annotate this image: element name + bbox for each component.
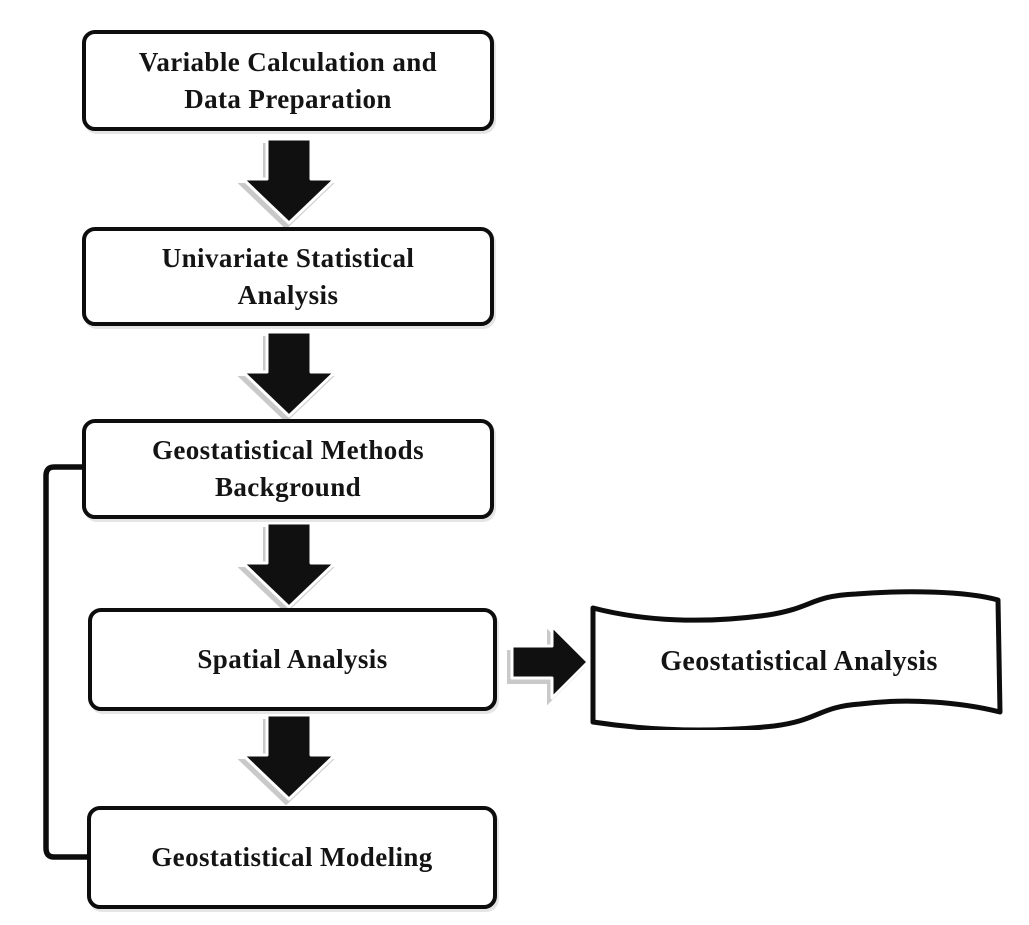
box-label-line: Data Preparation — [184, 83, 392, 114]
down-arrow-icon — [238, 713, 337, 806]
box-univariate-statistical: Univariate Statistical Analysis — [82, 227, 494, 326]
right-arrow-icon — [506, 624, 590, 705]
box-geostatistical-methods: Geostatistical Methods Background — [82, 419, 494, 519]
down-arrow-icon — [238, 521, 337, 614]
box-label-line: Geostatistical Modeling — [151, 842, 433, 872]
elbow-connector-line — [43, 464, 94, 860]
box-label-line: Analysis — [237, 279, 339, 310]
box-label-line: Variable Calculation and — [138, 46, 438, 77]
box-spatial-analysis: Spatial Analysis — [88, 608, 497, 711]
box-label-line: Univariate Statistical — [161, 242, 415, 273]
box-variable-calculation: Variable Calculation and Data Preparatio… — [82, 30, 494, 131]
box-label-line: Geostatistical Methods — [151, 435, 424, 465]
down-arrow-icon — [238, 330, 337, 423]
down-arrow-icon — [238, 137, 337, 230]
box-label-line: Background — [214, 472, 362, 502]
banner-geostatistical-analysis: Geostatistical Analysis — [660, 646, 938, 677]
box-label-line: Spatial Analysis — [197, 644, 388, 674]
box-geostatistical-modeling: Geostatistical Modeling — [87, 806, 497, 909]
